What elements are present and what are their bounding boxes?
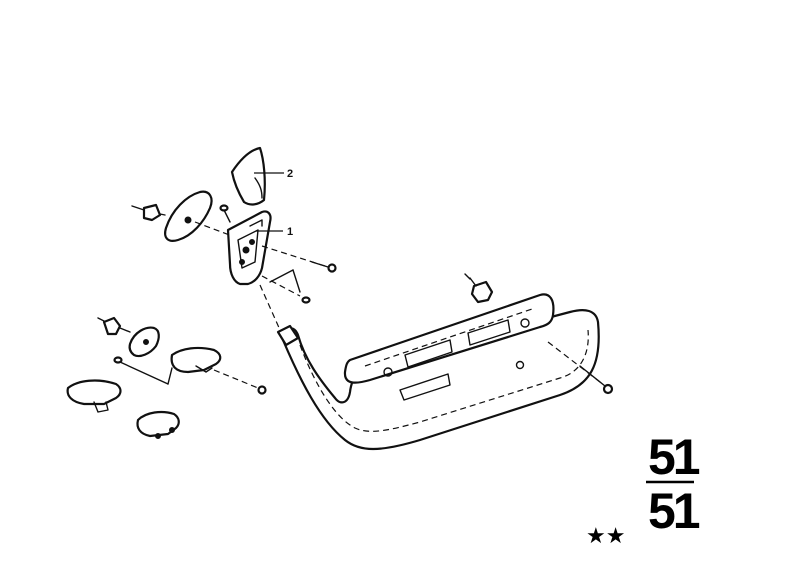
oval-washer bbox=[128, 326, 160, 358]
group-number: 51 51 bbox=[646, 429, 703, 539]
armrest-body bbox=[281, 293, 600, 450]
left-nut bbox=[131, 203, 166, 222]
bracket-screw bbox=[261, 245, 337, 273]
cover-cap bbox=[230, 146, 266, 206]
main-group-number: 51 bbox=[648, 429, 700, 485]
oval-plate bbox=[164, 190, 233, 242]
small-screw-bottom bbox=[261, 275, 311, 304]
spring-clip-upper bbox=[170, 346, 267, 395]
callout-label-2: 2 bbox=[287, 168, 293, 180]
screw-right bbox=[547, 341, 614, 395]
assembly-line-side bbox=[269, 269, 294, 283]
hinge-clip bbox=[136, 410, 180, 439]
rating-stars: ★★ bbox=[586, 524, 625, 549]
spring-clip-lower bbox=[66, 379, 122, 413]
left-stud-nut bbox=[97, 316, 131, 336]
callout-1: 1 bbox=[256, 226, 293, 238]
sub-group-number: 51 bbox=[648, 483, 700, 539]
small-screw-left bbox=[113, 356, 173, 385]
assembly-line-side-2 bbox=[292, 269, 301, 293]
assembly-line-down bbox=[259, 284, 281, 331]
callout-label-1: 1 bbox=[287, 226, 293, 238]
retaining-clip bbox=[464, 273, 494, 304]
callout-2: 2 bbox=[254, 168, 293, 180]
mounting-bracket bbox=[226, 210, 272, 286]
handle-end-joint bbox=[276, 324, 300, 347]
small-screw-top bbox=[219, 204, 231, 223]
